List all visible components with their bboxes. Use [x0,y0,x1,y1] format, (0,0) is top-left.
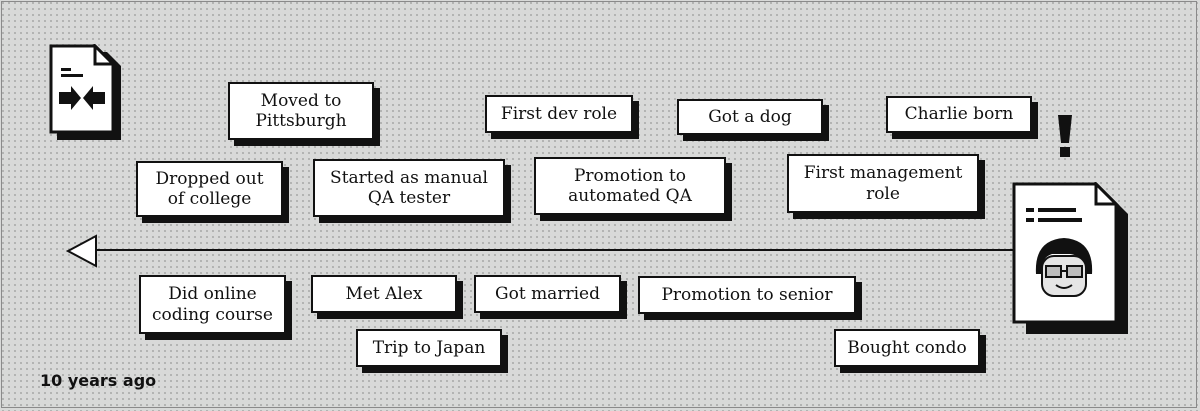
event-got-married: Got married [474,275,621,313]
event-charlie-born: Charlie born [886,96,1032,133]
event-did-online-coding-course: Did online coding course [139,275,286,334]
arrow-left-icon [66,234,97,268]
event-bought-condo: Bought condo [834,329,980,367]
event-promotion-to-automated-qa: Promotion to automated QA [534,157,726,215]
event-met-alex: Met Alex [311,275,457,313]
event-moved-to-pittsburgh: Moved to Pittsburgh [228,82,374,140]
event-dropped-out-of-college: Dropped out of college [136,161,283,217]
event-first-management-role: First management role [787,154,979,213]
timeline-line [96,249,1014,251]
document-swap-icon [49,44,121,140]
exclamation-icon [1058,115,1072,157]
event-promotion-to-senior: Promotion to senior [638,276,856,314]
event-first-dev-role: First dev role [485,95,633,133]
start-time-label: 10 years ago [40,371,157,390]
event-started-as-manual-qa-tester: Started as manual QA tester [313,159,505,217]
profile-document-icon [1012,182,1128,334]
event-got-a-dog: Got a dog [677,99,823,135]
event-trip-to-japan: Trip to Japan [356,329,502,367]
